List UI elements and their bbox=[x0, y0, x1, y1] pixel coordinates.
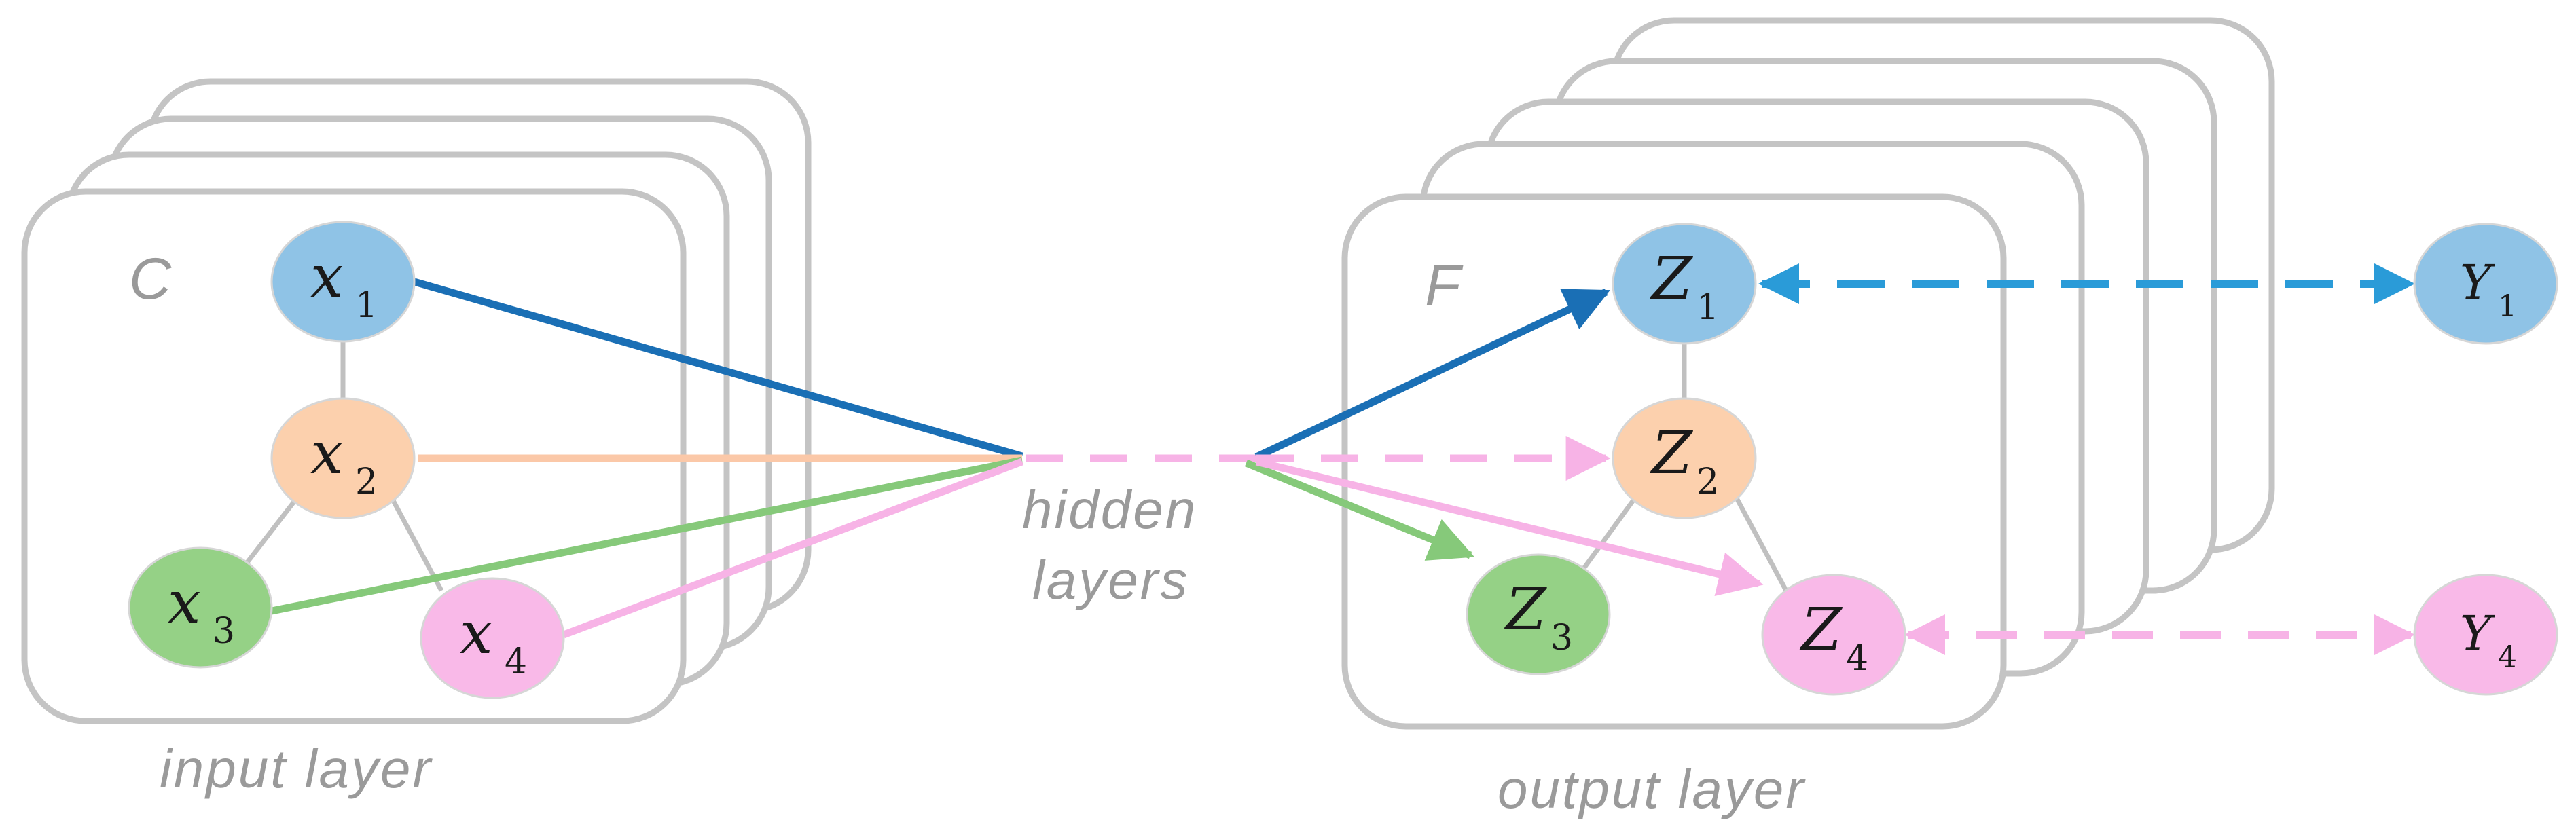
edge-x2-x3 bbox=[239, 494, 301, 572]
node-label: x bbox=[168, 569, 201, 637]
output-layer-label: output layer bbox=[1498, 759, 1806, 819]
node-circle bbox=[1612, 223, 1757, 345]
node-circle bbox=[420, 577, 565, 699]
node-circle bbox=[2413, 223, 2558, 345]
node-subscript: 2 bbox=[1697, 462, 1719, 502]
node-label: Y bbox=[2460, 255, 2495, 310]
node-label: Z bbox=[1799, 596, 1843, 664]
conn-x4-hidden bbox=[562, 458, 1023, 639]
conn-hidden-z1 bbox=[1254, 289, 1610, 460]
output-graph-edges bbox=[1580, 339, 1789, 592]
conn-hidden-z3 bbox=[1244, 459, 1475, 561]
node-circle bbox=[2413, 574, 2558, 696]
node-circle bbox=[270, 397, 416, 519]
edge-z2-z4 bbox=[1733, 494, 1789, 592]
edge-z2-z3 bbox=[1580, 494, 1639, 572]
node-label: Z bbox=[1650, 245, 1693, 313]
hidden-label-line1: hidden bbox=[1022, 479, 1197, 540]
conn-x3-hidden bbox=[270, 456, 1023, 615]
node-circle bbox=[1466, 553, 1611, 675]
node-circle bbox=[270, 221, 416, 343]
node-subscript: 3 bbox=[1550, 618, 1573, 658]
connections bbox=[270, 263, 2415, 655]
node-label: x bbox=[310, 243, 344, 311]
input-graph-edges bbox=[239, 333, 444, 592]
node-label: x bbox=[310, 420, 344, 487]
node-circle bbox=[1761, 574, 1906, 696]
input-layer-label: input layer bbox=[160, 739, 433, 799]
hidden-label-line2: layers bbox=[1032, 550, 1189, 610]
node-subscript: 4 bbox=[505, 642, 527, 682]
input-tag: C bbox=[129, 246, 172, 312]
node-subscript: 2 bbox=[355, 462, 378, 502]
edge-x2-x4 bbox=[388, 494, 444, 592]
node-label: Z bbox=[1650, 420, 1693, 487]
node-subscript: 3 bbox=[213, 611, 235, 652]
node-label: Y bbox=[2460, 606, 2495, 661]
node-circle bbox=[128, 546, 273, 669]
conn-x1-hidden bbox=[413, 278, 1023, 460]
node-subscript: 1 bbox=[1697, 287, 1719, 328]
node-circle bbox=[1612, 397, 1757, 519]
node-subscript: 1 bbox=[2498, 289, 2517, 324]
node-subscript: 4 bbox=[2498, 640, 2517, 675]
node-subscript: 4 bbox=[1846, 638, 1868, 679]
node-label: Z bbox=[1504, 576, 1547, 644]
node-subscript: 1 bbox=[355, 285, 378, 326]
output-tag: F bbox=[1425, 253, 1464, 318]
node-label: x bbox=[460, 599, 493, 667]
conn-hidden-z4 bbox=[1255, 458, 1764, 597]
